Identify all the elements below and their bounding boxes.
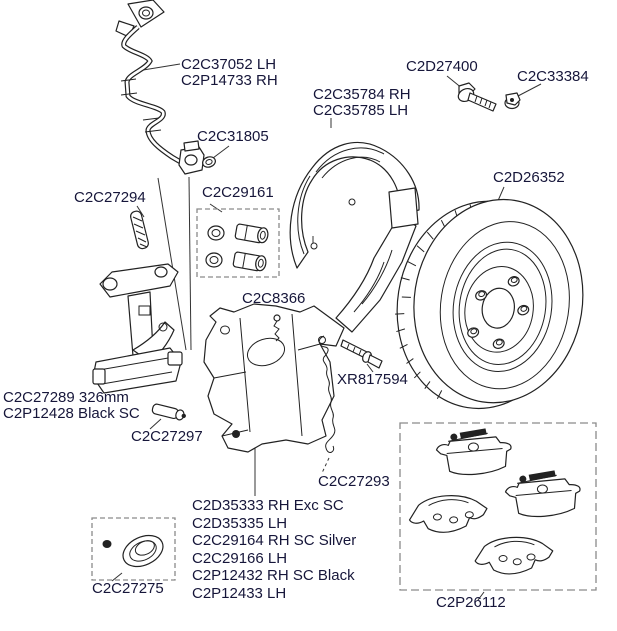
washer-label: C2C31805 [197, 128, 269, 145]
bolt-label: C2D27400 [406, 58, 478, 75]
carrier-bracket-label-line2: C2P12428 Black SC [3, 405, 140, 422]
pad-kit-label: C2P26112 [436, 594, 506, 611]
caliper-label-line5: C2P12432 RH SC Black [192, 567, 355, 584]
carrier-bracket-label: C2C27289 326mm C2P12428 Black SC [3, 390, 140, 422]
caliper-label-line6: C2P12433 LH [192, 584, 287, 602]
slide-pin-label: C2C27297 [131, 428, 203, 445]
guide-pin-art [340, 339, 383, 369]
caliper-label-line4: C2C29166 LH [192, 549, 288, 567]
caliper-label: C2D35333 RH Exc SC C2D35335 LH C2C29164 … [192, 497, 356, 602]
caliper-label-line3: C2C29164 RH SC Silver [192, 532, 357, 549]
retaining-spring-label: C2C27294 [74, 189, 146, 206]
carrier-bracket-art [92, 263, 183, 394]
bolt-art [457, 82, 497, 112]
caliper-art [203, 303, 345, 453]
bush-kit-art [196, 208, 280, 278]
caliper-label-line2: C2D35335 LH [192, 514, 288, 532]
bush-kit-label: C2C29161 [202, 184, 274, 201]
brake-disc-label: C2D26352 [493, 169, 565, 186]
nut-art [504, 92, 521, 110]
retaining-spring-art [130, 210, 149, 250]
splash-shield-label: C2C35784 RH C2C35785 LH [313, 87, 411, 119]
bleed-screw-art [273, 314, 281, 342]
brake-hose-art [115, 0, 216, 175]
brake-disc-art [395, 198, 584, 410]
nut-label: C2C33384 [517, 68, 589, 85]
pad-kit-art [399, 422, 597, 591]
splash-shield-label-line1: C2C35784 RH [313, 86, 411, 103]
hose-label: C2C37052 LH C2P14733 RH [181, 57, 278, 89]
wear-sensor-label: C2C27293 [318, 473, 390, 490]
splash-shield-art [289, 141, 420, 333]
seal-kit-label: C2C27275 [92, 580, 164, 597]
bleed-screw-label: C2C8366 [242, 290, 306, 307]
splash-shield-label-line2: C2C35785 LH [313, 102, 409, 119]
caliper-label-line1: C2D35333 RH Exc SC [192, 497, 344, 514]
washer-art [202, 156, 216, 168]
slide-pin-art [151, 403, 186, 421]
wear-sensor-art [318, 335, 336, 453]
carrier-bracket-label-line1: C2C27289 326mm [3, 389, 129, 406]
hose-label-line1: C2C37052 LH [181, 56, 277, 73]
guide-pin-label: XR817594 [337, 371, 408, 388]
hose-label-line2: C2P14733 RH [181, 72, 278, 89]
seal-kit-art [91, 517, 176, 581]
